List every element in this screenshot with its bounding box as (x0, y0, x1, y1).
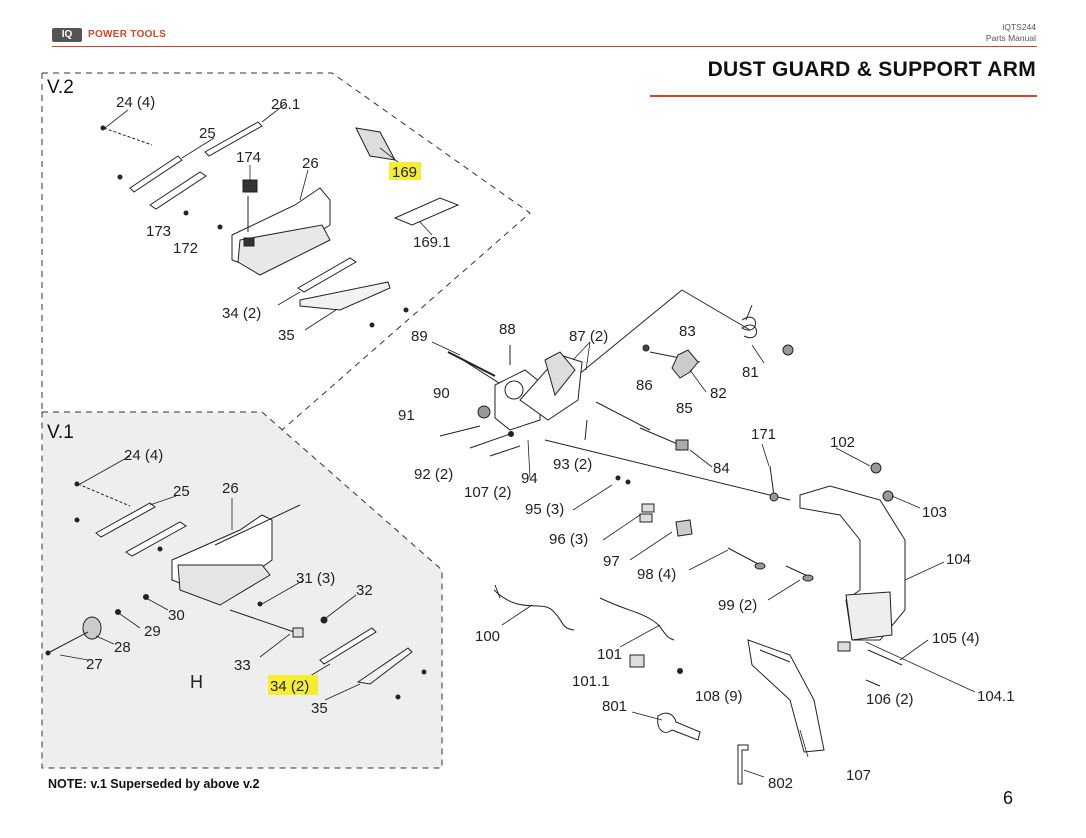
v1-parts (45, 481, 427, 700)
doc-info: iQTS244 Parts Manual (986, 22, 1036, 44)
label: 34 (2) (270, 678, 309, 695)
label: 89 (411, 328, 428, 345)
section-label-v2: V.2 (47, 77, 74, 98)
label: 30 (168, 607, 185, 624)
header-divider (52, 46, 1037, 47)
main-labels: 88 87 (2) 83 89 81 90 86 82 91 85 171 10… (398, 321, 1015, 792)
brand-name: POWER TOOLS (88, 29, 167, 40)
label: 88 (499, 321, 516, 338)
label: 100 (475, 628, 500, 645)
label: 171 (751, 426, 776, 443)
label: H (190, 672, 203, 692)
manual-name: Parts Manual (985, 33, 1036, 43)
label: 169.1 (413, 234, 451, 251)
label: 90 (433, 385, 450, 402)
label: 102 (830, 434, 855, 451)
label: 29 (144, 623, 161, 640)
label: 83 (679, 323, 696, 340)
label: 31 (3) (296, 570, 335, 587)
label: 108 (9) (695, 688, 743, 705)
v1-labels: 24 (4) 25 26 31 (3) 32 30 29 28 27 33 34… (86, 447, 373, 717)
title-underline (650, 95, 1037, 97)
highlight-34-v1 (268, 675, 318, 695)
label: 82 (710, 385, 727, 402)
label: 99 (2) (718, 597, 757, 614)
label: 33 (234, 657, 251, 674)
label: 96 (3) (549, 531, 588, 548)
label: 173 (146, 223, 171, 240)
label: 91 (398, 407, 415, 424)
label: 802 (768, 775, 793, 792)
label: 32 (356, 582, 373, 599)
brand-logo: IQ (52, 28, 82, 42)
label: 85 (676, 400, 693, 417)
label: 94 (521, 470, 538, 487)
label: 97 (603, 553, 620, 570)
label: 106 (2) (866, 691, 914, 708)
label: 26 (302, 155, 319, 172)
v2-boundary (42, 72, 531, 431)
label: 103 (922, 504, 947, 521)
label: 34 (2) (222, 305, 261, 322)
label: 25 (173, 483, 190, 500)
label: 24 (4) (124, 447, 163, 464)
page-number: 6 (1003, 788, 1014, 808)
section-label-v1: V.1 (47, 422, 74, 443)
label: 169 (392, 164, 417, 181)
label: 107 (2) (464, 484, 512, 501)
label: 98 (4) (637, 566, 676, 583)
main-parts (439, 289, 906, 785)
label: 101 (597, 646, 622, 663)
label: 35 (278, 327, 295, 344)
label: 86 (636, 377, 653, 394)
supersede-note: NOTE: v.1 Superseded by above v.2 (48, 777, 260, 791)
v2-labels: 24 (4) 26.1 25 174 26 169 173 172 169.1 … (116, 94, 451, 344)
label: 24 (4) (116, 94, 155, 111)
label: 104.1 (977, 688, 1015, 705)
label: 84 (713, 460, 730, 477)
model-number: iQTS244 (1002, 22, 1036, 32)
label: 27 (86, 656, 103, 673)
label: 26.1 (271, 96, 300, 113)
label: 28 (114, 639, 131, 656)
label: 801 (602, 698, 627, 715)
label: 93 (2) (553, 456, 592, 473)
label: 92 (2) (414, 466, 453, 483)
label: 81 (742, 364, 759, 381)
label: 174 (236, 149, 261, 166)
label: 95 (3) (525, 501, 564, 518)
label: 87 (2) (569, 328, 608, 345)
page-title: DUST GUARD & SUPPORT ARM (707, 58, 1036, 81)
label: 101.1 (572, 673, 610, 690)
label: 107 (846, 767, 871, 784)
label: 172 (173, 240, 198, 257)
label: 26 (222, 480, 239, 497)
label: 35 (311, 700, 328, 717)
v2-parts (100, 121, 460, 328)
highlight-169 (389, 162, 421, 180)
label: 104 (946, 551, 971, 568)
leader-lines (59, 103, 976, 778)
label: 25 (199, 125, 216, 142)
label: 105 (4) (932, 630, 980, 647)
